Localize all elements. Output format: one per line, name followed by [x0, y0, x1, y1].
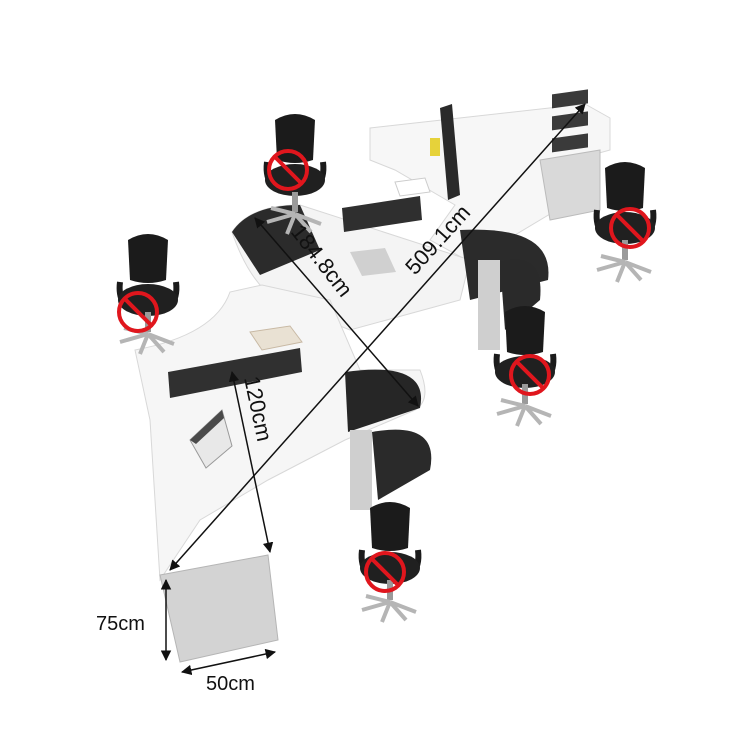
width-dimension-line [180, 648, 277, 676]
height-label: 75cm [96, 613, 145, 635]
depth-dimension-line [228, 370, 274, 554]
width-label: 50cm [206, 673, 255, 695]
diagonal-dimension-line [254, 217, 419, 407]
